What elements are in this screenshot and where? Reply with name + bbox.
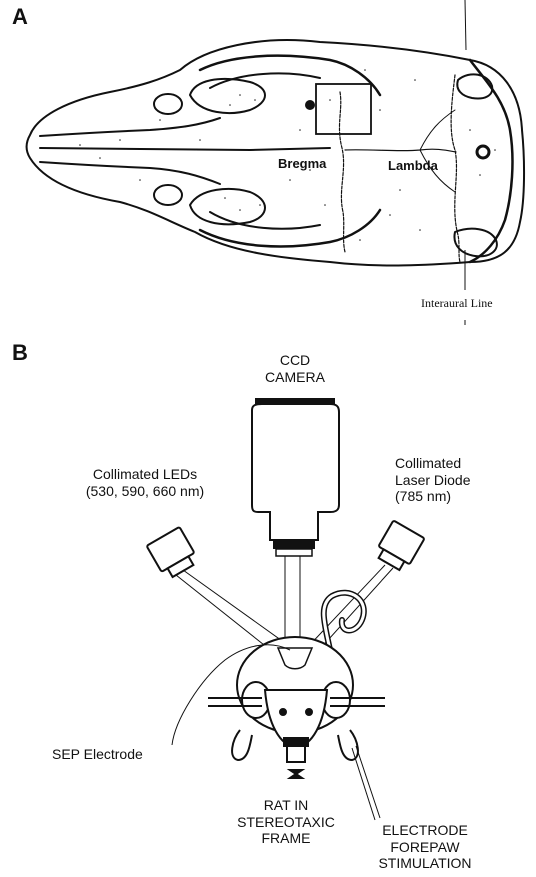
panel-b-letter: B bbox=[12, 340, 28, 366]
laser-diode-drawing bbox=[373, 520, 424, 573]
rat-tail bbox=[324, 593, 364, 650]
rat-drawing bbox=[232, 637, 358, 778]
laser-diode-label: Collimated Laser Diode (785 nm) bbox=[395, 455, 505, 505]
skull-drawing bbox=[27, 40, 524, 265]
panel-a-letter: A bbox=[12, 4, 28, 30]
imaging-window-box bbox=[316, 84, 371, 134]
ccd-camera-label: CCD CAMERA bbox=[258, 352, 332, 385]
interaural-line-top bbox=[465, 0, 466, 50]
stimulation-wires bbox=[352, 748, 375, 820]
electrode-dot bbox=[305, 100, 315, 110]
skull-stipple bbox=[79, 69, 496, 241]
ccd-camera-drawing bbox=[252, 398, 339, 556]
snout-midline bbox=[40, 148, 330, 150]
sagittal-suture bbox=[345, 149, 456, 152]
sep-electrode-label: SEP Electrode bbox=[52, 746, 143, 763]
rat-frame-label: RAT IN STEREOTAXIC FRAME bbox=[236, 797, 336, 847]
forepaw-stimulation-label: ELECTRODE FOREPAW STIMULATION bbox=[370, 822, 480, 872]
reference-circle bbox=[477, 146, 489, 158]
leds-label: Collimated LEDs (530, 590, 660 nm) bbox=[70, 466, 220, 499]
lambda-label: Lambda bbox=[388, 158, 438, 173]
coronal-suture bbox=[339, 92, 345, 252]
led-source-drawing bbox=[147, 527, 200, 581]
bregma-label: Bregma bbox=[278, 156, 326, 171]
interaural-line-label: Interaural Line bbox=[421, 296, 493, 310]
